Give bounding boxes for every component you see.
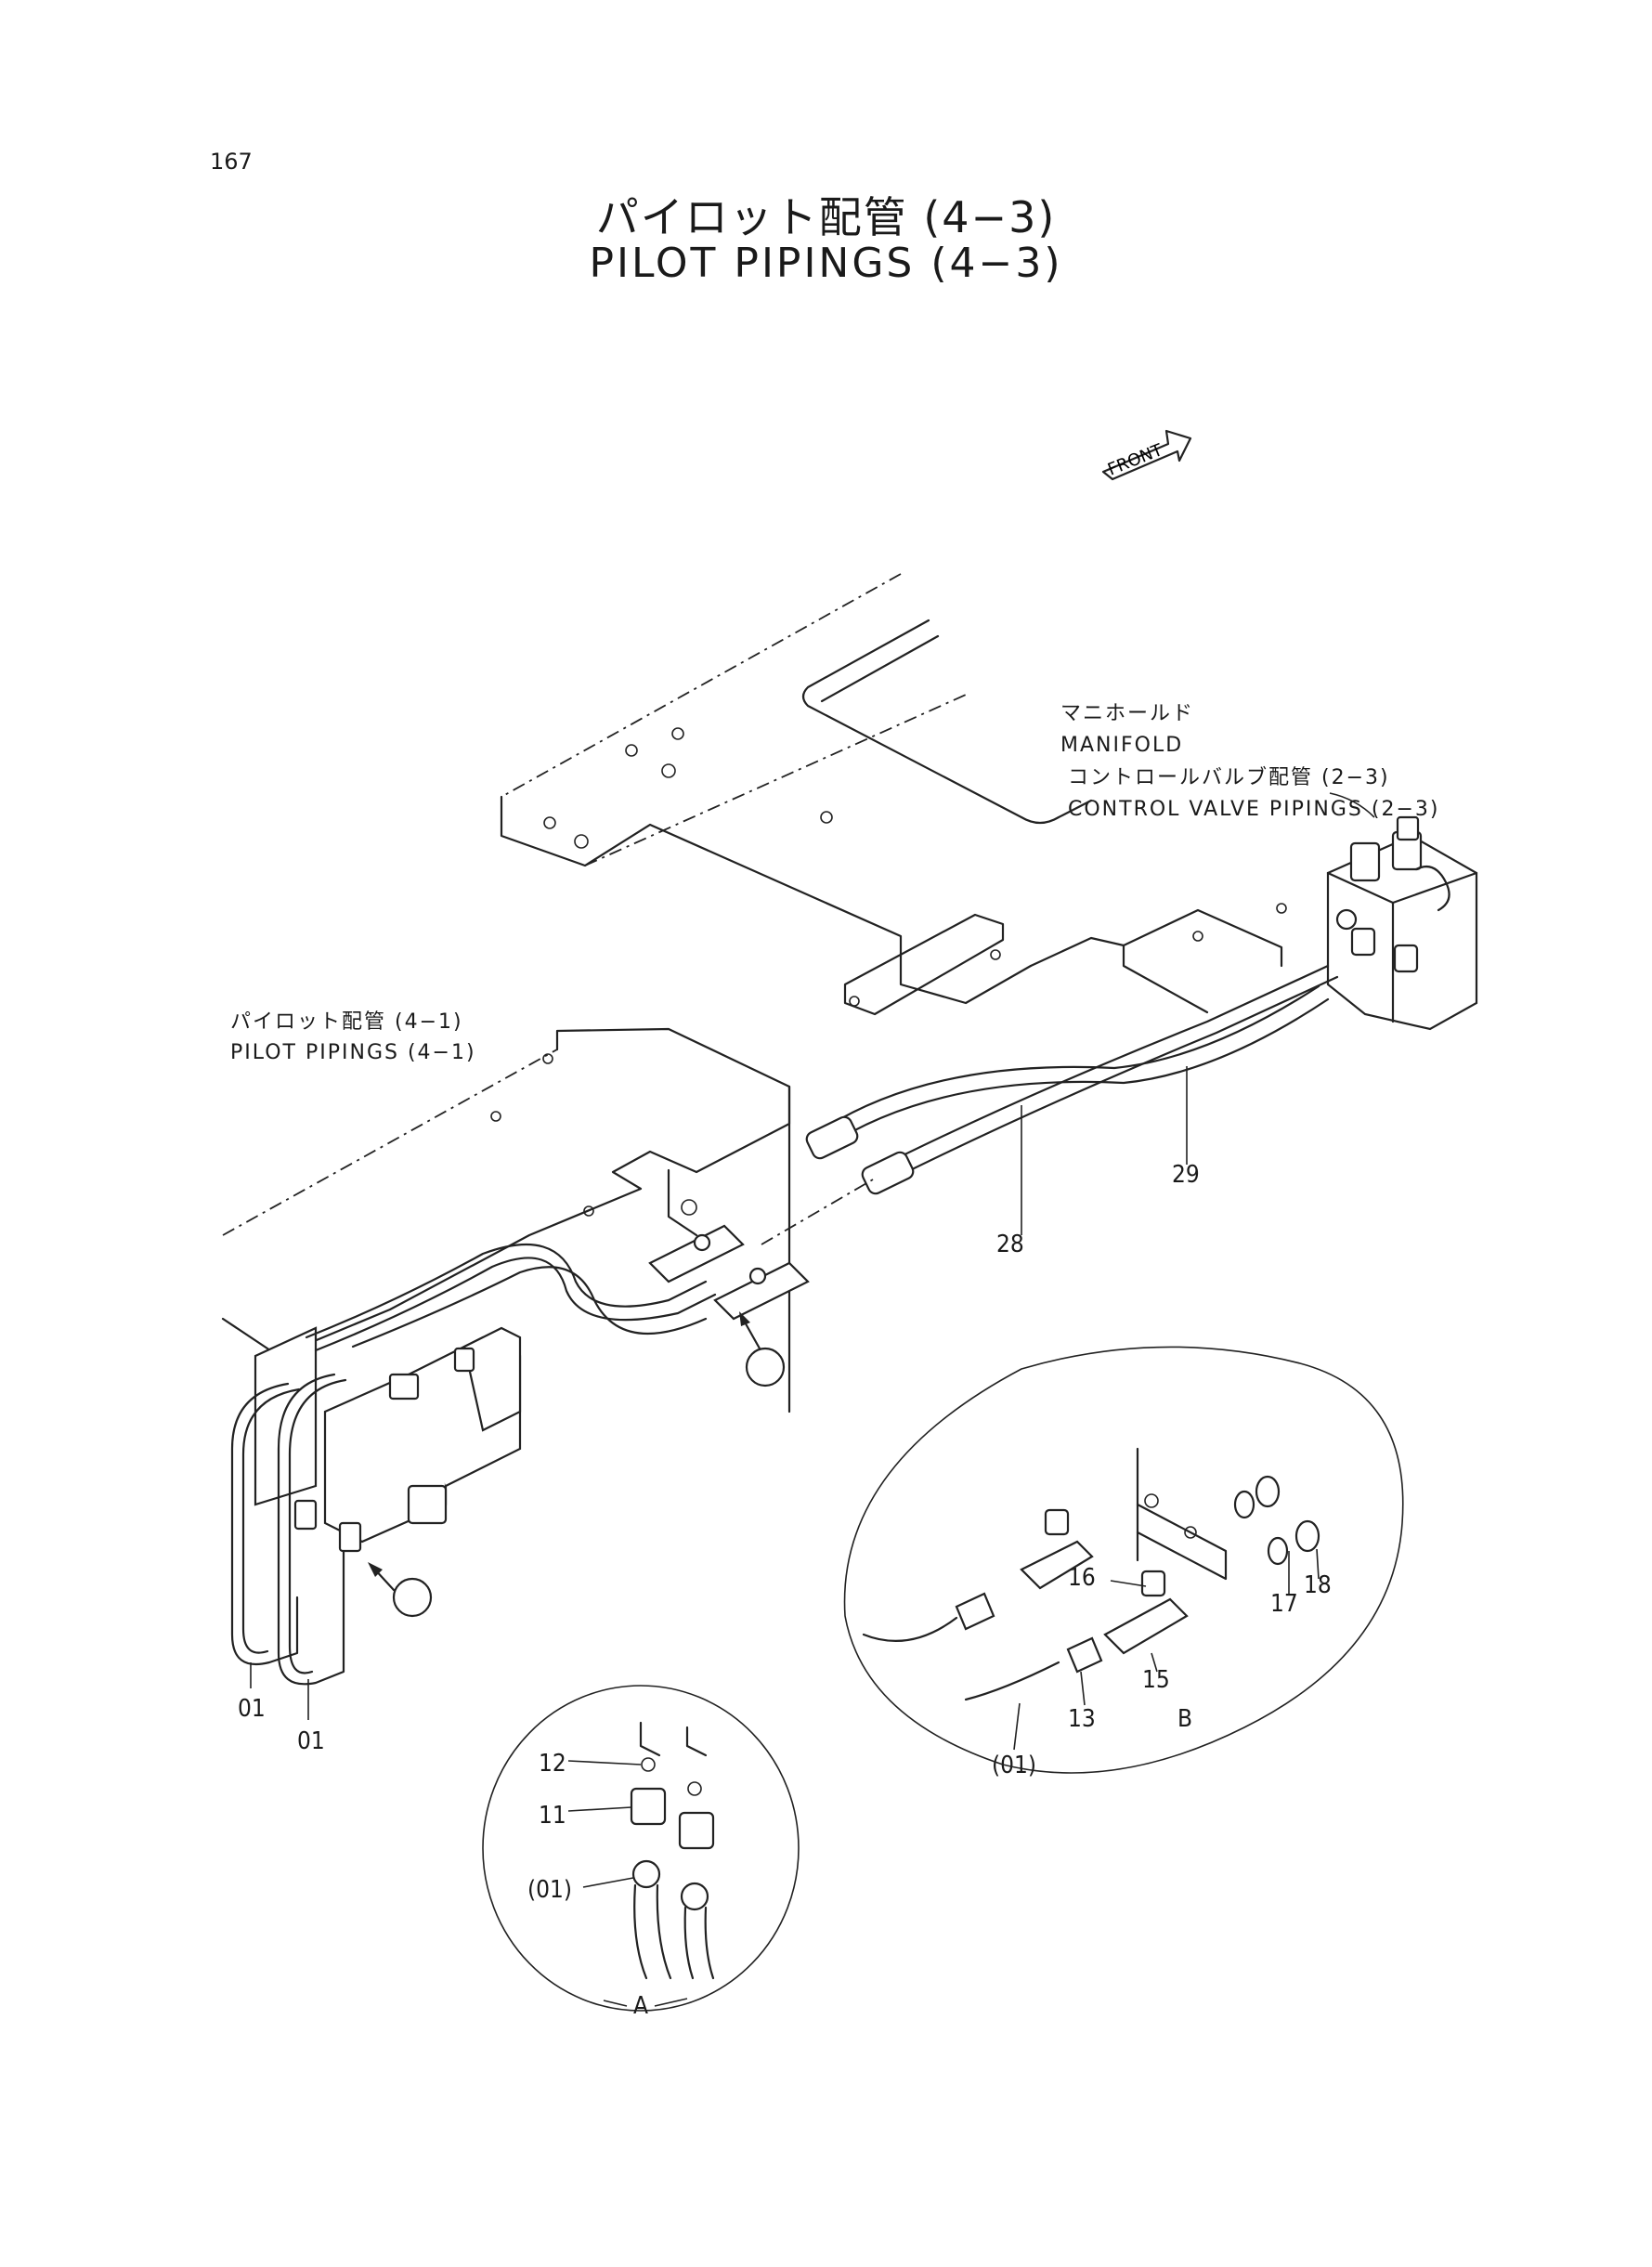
callout-part-11: 11 — [539, 1802, 566, 1830]
hose-28 — [861, 964, 1339, 1235]
detail-b-view — [843, 1346, 1404, 1774]
central-fittings — [648, 1179, 874, 1321]
manifold-label-english: MANIFOLD — [1060, 734, 1184, 757]
view-a-marker — [368, 1562, 433, 1618]
callout-part-01-detail-b: (01) — [992, 1752, 1037, 1779]
callout-part-13: 13 — [1068, 1705, 1096, 1733]
callout-part-01-right: 01 — [297, 1727, 325, 1755]
control-valve-label-english: CONTROL VALVE PIPINGS (2−3) — [1068, 798, 1440, 821]
pilot-pipings-ref-english: PILOT PIPINGS (4−1) — [230, 1041, 476, 1064]
callout-part-17: 17 — [1270, 1590, 1298, 1618]
view-b-marker — [739, 1311, 786, 1388]
pipe-01-loops — [230, 1243, 717, 1720]
callout-part-29: 29 — [1172, 1161, 1200, 1189]
callout-part-01-detail-a: (01) — [527, 1876, 573, 1904]
page-title-japanese: パイロット配管 (4−3) — [595, 192, 1057, 242]
hose-29 — [805, 984, 1330, 1165]
callout-part-18: 18 — [1304, 1571, 1332, 1599]
manifold-block — [1326, 792, 1478, 1031]
callout-part-01-left: 01 — [238, 1695, 266, 1723]
page-title-english: PILOT PIPINGS (4−3) — [589, 240, 1063, 287]
upper-frame-plate — [500, 573, 1287, 1016]
front-direction-arrow: FRONT — [1101, 429, 1192, 481]
callout-part-28: 28 — [996, 1231, 1024, 1258]
pilot-pipings-ref-japanese: パイロット配管 (4−1) — [230, 1010, 463, 1034]
detail-b-caption: B — [1177, 1705, 1193, 1733]
page-number: 167 — [210, 149, 253, 175]
callout-part-12: 12 — [539, 1750, 566, 1778]
left-bracket-assembly — [221, 1027, 791, 1414]
front-marker-text: FRONT — [1105, 440, 1166, 480]
control-valve-label-japanese: コントロールバルブ配管 (2−3) — [1068, 766, 1390, 789]
detail-a-caption: A — [633, 1992, 648, 2020]
manifold-label-japanese: マニホールド — [1060, 702, 1195, 725]
detail-a-view — [482, 1685, 800, 2012]
valve-blocks — [254, 1326, 522, 1544]
